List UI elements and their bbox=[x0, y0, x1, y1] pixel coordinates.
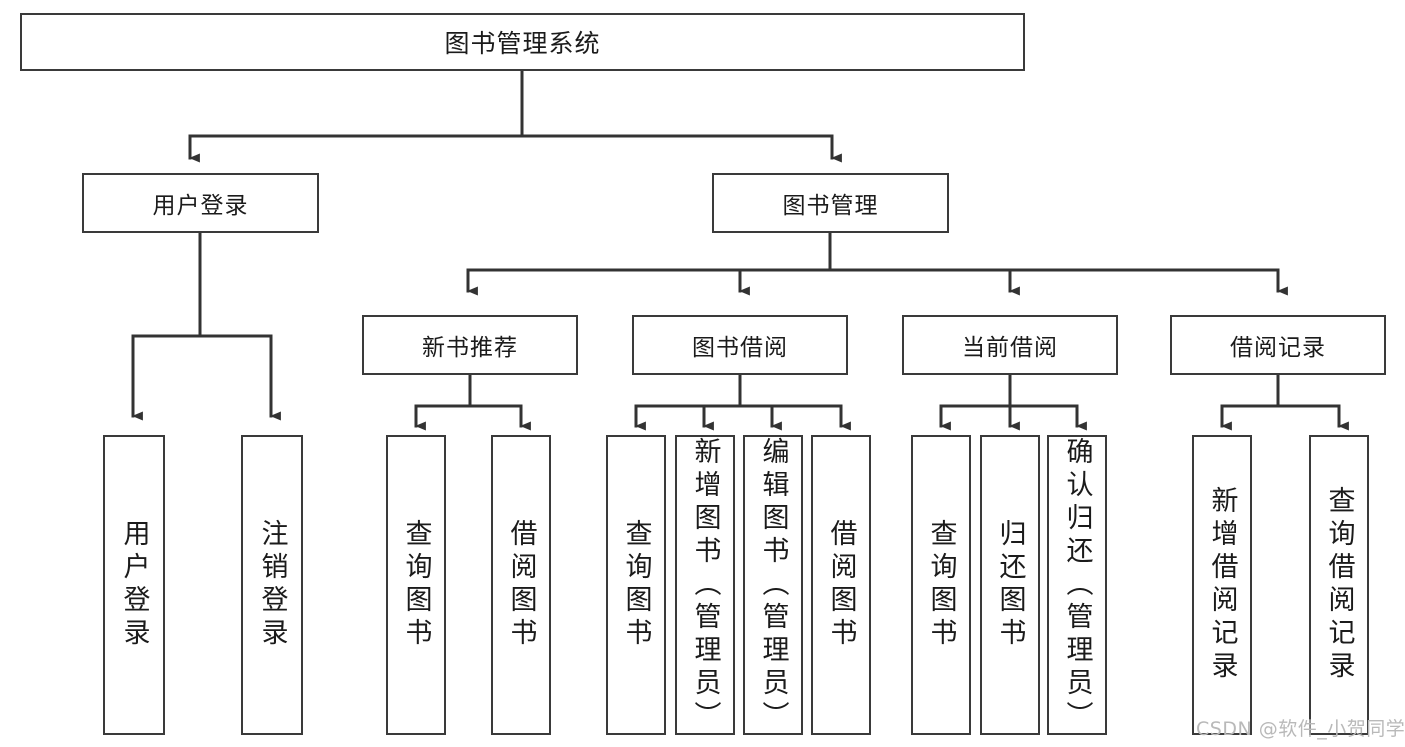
node-leaf-query-book-3[interactable]: 查询图书 bbox=[911, 435, 971, 735]
node-leaf-add-book[interactable]: 新增图书（管理员） bbox=[675, 435, 735, 735]
node-new-book-recommend[interactable]: 新书推荐 bbox=[362, 315, 578, 375]
watermark-text: CSDN @软件_小贺同学 bbox=[1196, 718, 1405, 740]
leaf-label: 归还图书 bbox=[994, 519, 1026, 651]
leaf-label: 用户登录 bbox=[118, 519, 150, 651]
node-book-borrow[interactable]: 图书借阅 bbox=[632, 315, 848, 375]
leaf-label: 新增图书（管理员） bbox=[689, 436, 721, 734]
node-root-system[interactable]: 图书管理系统 bbox=[20, 13, 1025, 71]
node-borrow-record[interactable]: 借阅记录 bbox=[1170, 315, 1386, 375]
node-leaf-borrow-book-2[interactable]: 借阅图书 bbox=[811, 435, 871, 735]
leaf-label: 注销登录 bbox=[256, 519, 288, 651]
leaf-label: 查询图书 bbox=[925, 519, 957, 651]
node-leaf-confirm-return[interactable]: 确认归还（管理员） bbox=[1047, 435, 1107, 735]
leaf-label: 编辑图书（管理员） bbox=[757, 436, 789, 734]
leaf-label: 借阅图书 bbox=[505, 519, 537, 651]
node-leaf-return-book[interactable]: 归还图书 bbox=[980, 435, 1040, 735]
node-leaf-borrow-book-1[interactable]: 借阅图书 bbox=[491, 435, 551, 735]
node-leaf-logout[interactable]: 注销登录 bbox=[241, 435, 303, 735]
node-book-management[interactable]: 图书管理 bbox=[712, 173, 949, 233]
leaf-label: 查询图书 bbox=[400, 519, 432, 651]
leaf-label: 确认归还（管理员） bbox=[1061, 436, 1093, 734]
node-leaf-query-book-2[interactable]: 查询图书 bbox=[606, 435, 666, 735]
node-current-borrow[interactable]: 当前借阅 bbox=[902, 315, 1118, 375]
node-leaf-edit-book[interactable]: 编辑图书（管理员） bbox=[743, 435, 803, 735]
leaf-label: 查询图书 bbox=[620, 519, 652, 651]
leaf-label: 查询借阅记录 bbox=[1323, 486, 1355, 684]
leaf-label: 借阅图书 bbox=[825, 519, 857, 651]
node-user-login[interactable]: 用户登录 bbox=[82, 173, 319, 233]
node-leaf-user-login[interactable]: 用户登录 bbox=[103, 435, 165, 735]
leaf-label: 新增借阅记录 bbox=[1206, 486, 1238, 684]
node-leaf-query-record[interactable]: 查询借阅记录 bbox=[1309, 435, 1369, 735]
node-leaf-add-record[interactable]: 新增借阅记录 bbox=[1192, 435, 1252, 735]
node-leaf-query-book-1[interactable]: 查询图书 bbox=[386, 435, 446, 735]
